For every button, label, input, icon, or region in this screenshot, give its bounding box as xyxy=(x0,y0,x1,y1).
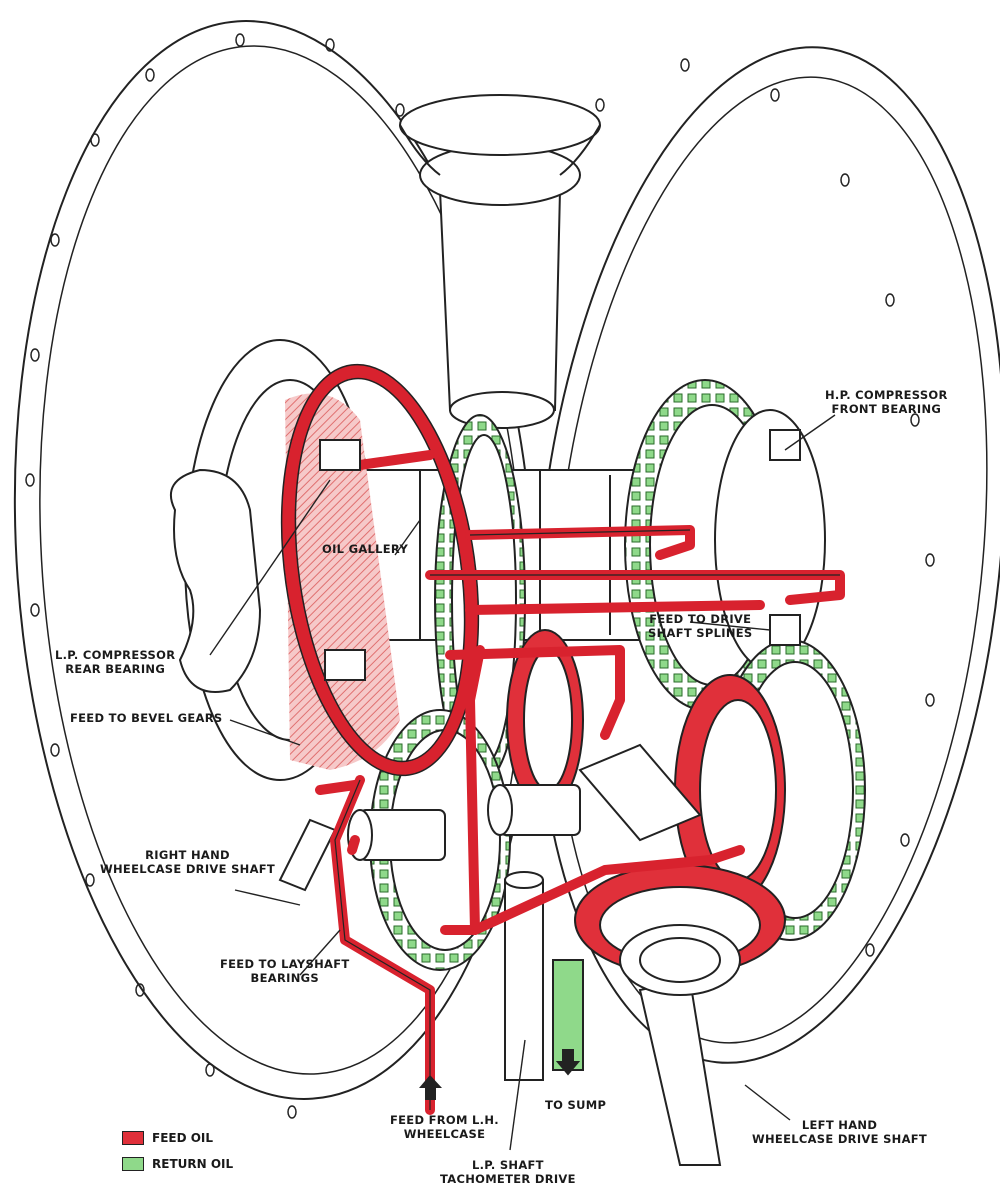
feed-oil-pipes xyxy=(315,450,845,1115)
label-hp-compressor-front-bearing: H.P. COMPRESSOR FRONT BEARING xyxy=(825,388,948,416)
leader-hp-bearing xyxy=(784,414,836,451)
label-feed-to-layshaft-bearings: FEED TO LAYSHAFT BEARINGS xyxy=(220,957,350,985)
oil-gallery-ring xyxy=(282,365,478,775)
rh-drive-shaft xyxy=(278,818,337,892)
leader-oil-gallery xyxy=(394,519,421,556)
legend-swatch-return-oil xyxy=(122,1157,144,1171)
lh-drive-shaft xyxy=(619,924,741,1166)
ring-bearing-blocks xyxy=(319,429,801,681)
label-oil-gallery: OIL GALLERY xyxy=(322,542,409,556)
leader-rh-shaft xyxy=(234,889,301,906)
label-lh-wheelcase-drive-shaft: LEFT HAND WHEELCASE DRIVE SHAFT xyxy=(752,1118,928,1146)
leader-lines xyxy=(209,414,836,1151)
hp-spur-gear xyxy=(624,379,826,711)
label-feed-to-drive-shaft-splines: FEED TO DRIVE SHAFT SPLINES xyxy=(648,612,753,640)
label-feed-to-bevel-gears: FEED TO BEVEL GEARS xyxy=(70,711,223,725)
label-lp-compressor-rear-bearing: L.P. COMPRESSOR REAR BEARING xyxy=(55,648,176,676)
label-lp-shaft-tachometer-drive: L.P. SHAFT TACHOMETER DRIVE xyxy=(440,1158,576,1186)
label-hp-line: H.P. COMPRESSOR FRONT BEARING xyxy=(825,388,948,416)
label-rh-wheelcase-drive-shaft: RIGHT HAND WHEELCASE DRIVE SHAFT xyxy=(100,848,276,876)
leader-drive-splines xyxy=(689,621,771,631)
leader-bevel-gears xyxy=(229,719,301,746)
legend-label-feed-oil: FEED OIL xyxy=(152,1131,214,1145)
leader-lh-shaft xyxy=(744,1084,791,1121)
bevel-gears xyxy=(506,629,786,976)
casing-bolt-holes xyxy=(25,33,935,1119)
legend-swatch-feed-oil xyxy=(122,1131,144,1145)
label-to-sump: TO SUMP xyxy=(545,1098,607,1112)
intake-tube xyxy=(399,94,601,429)
return-oil-path xyxy=(552,959,584,1076)
feed-oil-pipe-outlines xyxy=(334,529,840,1110)
legend-label-return-oil: RETURN OIL xyxy=(152,1157,234,1171)
layshaft-blocks xyxy=(347,743,702,861)
leader-lp-bearing xyxy=(209,479,331,656)
feed-arrow xyxy=(419,1075,442,1100)
leader-tacho xyxy=(509,1039,526,1151)
label-feed-from-lh-wheelcase: FEED FROM L.H. WHEELCASE xyxy=(390,1113,499,1141)
leader-layshaft xyxy=(299,929,341,976)
